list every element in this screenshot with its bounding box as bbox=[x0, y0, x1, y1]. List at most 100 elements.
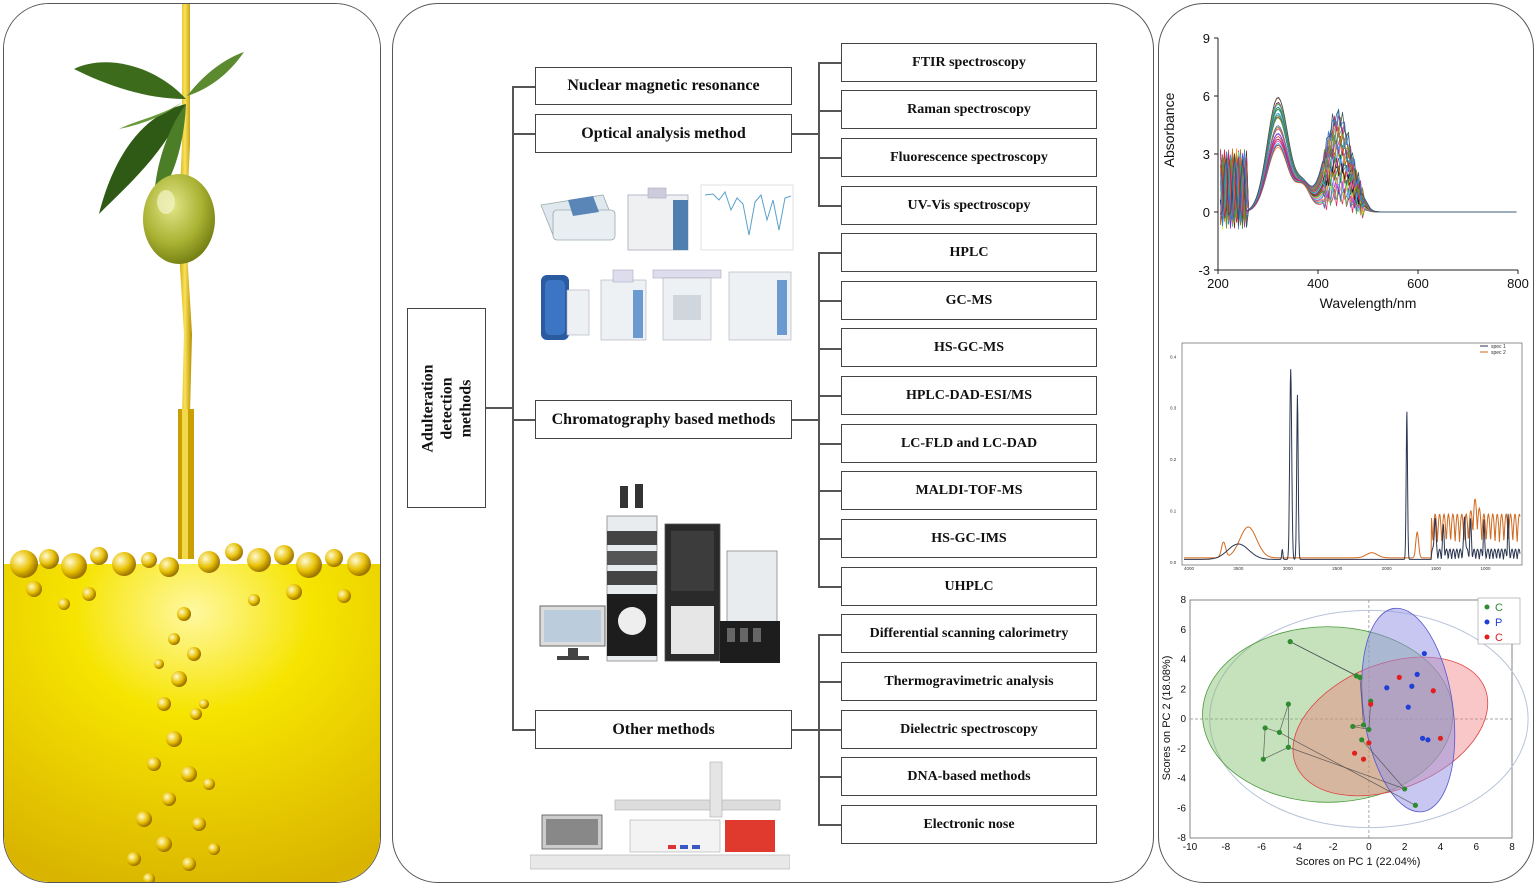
uv-ytick-label: 6 bbox=[1203, 89, 1210, 104]
pca-point-c bbox=[1285, 744, 1291, 750]
pca-ytick-label: 6 bbox=[1180, 625, 1186, 636]
instrument-icon bbox=[728, 271, 792, 341]
pca-point-c bbox=[1262, 725, 1268, 731]
chromatography-instruments-illustration bbox=[539, 484, 780, 663]
pca-point-c bbox=[1430, 688, 1436, 694]
connector bbox=[791, 419, 819, 421]
pca-point-c bbox=[1351, 750, 1358, 756]
connector bbox=[512, 133, 536, 135]
pca-point-p bbox=[1409, 683, 1415, 689]
pca-xtick-label: 4 bbox=[1438, 842, 1444, 853]
uv-ytick-label: -3 bbox=[1198, 263, 1210, 278]
ir-ytick-label: 0.0 bbox=[1170, 560, 1177, 565]
olive-oil-image-panel bbox=[3, 3, 381, 883]
pca-point-c bbox=[1287, 639, 1293, 645]
pca-ytick-label: 0 bbox=[1180, 714, 1186, 725]
pca-connector bbox=[1359, 677, 1364, 725]
ftir-legend: spec 1 spec 2 bbox=[1480, 344, 1506, 356]
connector bbox=[818, 776, 842, 778]
connector bbox=[818, 348, 842, 350]
pca-ytick-label: -6 bbox=[1177, 803, 1186, 814]
category-optical: Optical analysis method bbox=[535, 114, 792, 153]
pca-confidence-ellipse bbox=[1209, 609, 1529, 829]
pca-legend-c1: C bbox=[1495, 602, 1503, 614]
pca-xtick-label: -10 bbox=[1183, 842, 1198, 853]
pca-point-p bbox=[1419, 735, 1426, 741]
pca-xtick-label: -6 bbox=[1257, 842, 1266, 853]
spectrum-thumbnail bbox=[700, 184, 794, 251]
pca-connector bbox=[1290, 641, 1361, 678]
pca-connector bbox=[1279, 732, 1416, 806]
connector bbox=[818, 538, 842, 540]
pca-point-c bbox=[1350, 723, 1356, 730]
pca-point-c bbox=[1276, 729, 1283, 735]
method-uhplc: UHPLC bbox=[841, 567, 1097, 606]
pca-xtick-label: 2 bbox=[1402, 842, 1408, 853]
connector bbox=[818, 681, 842, 683]
connector bbox=[512, 729, 536, 731]
optical-instruments-illustration bbox=[540, 184, 794, 341]
spectrometer-icon bbox=[540, 194, 616, 241]
pca-point-c bbox=[1285, 701, 1291, 707]
method-maldi-tof-ms: MALDI-TOF-MS bbox=[841, 471, 1097, 510]
lc-ms-icon bbox=[664, 523, 721, 662]
pca-point-c bbox=[1366, 726, 1372, 733]
pca-point-c bbox=[1360, 756, 1367, 762]
pca-point-c bbox=[1402, 786, 1408, 792]
method-fluorescence: Fluorescence spectroscopy bbox=[841, 138, 1097, 177]
hplc-stack-icon bbox=[606, 484, 658, 662]
method-ftir: FTIR spectroscopy bbox=[841, 43, 1097, 82]
uv-xtick-label: 800 bbox=[1507, 276, 1529, 291]
pca-connector bbox=[1262, 727, 1266, 760]
ir-xtick-label: 2000 bbox=[1382, 566, 1393, 571]
uv-xtick-label: 200 bbox=[1207, 276, 1229, 291]
method-hs-gc-ms: HS-GC-MS bbox=[841, 328, 1097, 367]
method-dielectric: Dielectric spectroscopy bbox=[841, 710, 1097, 749]
pca-point-c bbox=[1360, 722, 1367, 728]
method-enose: Electronic nose bbox=[841, 805, 1097, 844]
pca-point-c bbox=[1412, 802, 1418, 808]
uv-xlabel: Wavelength/nm bbox=[1320, 295, 1417, 311]
ir-xtick-label: 3000 bbox=[1283, 566, 1294, 571]
pca-xtick-label: 8 bbox=[1509, 842, 1515, 853]
autosampler-icon bbox=[720, 550, 780, 663]
uv-ylabel: Absorbance bbox=[1161, 92, 1177, 167]
olive-oil-illustration bbox=[4, 4, 380, 882]
method-hplc-dad-esi-ms: HPLC-DAD-ESI/MS bbox=[841, 376, 1097, 415]
pca-legend-c2: C bbox=[1495, 632, 1503, 644]
root-connector bbox=[485, 407, 513, 409]
ir-ytick-label: 0.3 bbox=[1170, 406, 1177, 411]
autosampler-robot-icon bbox=[530, 761, 790, 870]
optical-bracket bbox=[818, 62, 820, 205]
uv-xtick-label: 400 bbox=[1307, 276, 1329, 291]
uv-series-line bbox=[1220, 138, 1517, 230]
pca-legend: C P C bbox=[1477, 597, 1521, 645]
pca-xtick-label: 6 bbox=[1473, 842, 1479, 853]
pca-xtick-label: -4 bbox=[1293, 842, 1302, 853]
uv-series-line bbox=[1220, 96, 1517, 228]
method-dsc: Differential scanning calorimetry bbox=[841, 614, 1097, 653]
pca-ytick-label: 4 bbox=[1180, 655, 1186, 666]
pca-ylabel: Scores on PC 2 (18.08%) bbox=[1161, 656, 1173, 781]
root-label: Adulteration detection methods bbox=[419, 364, 474, 452]
connector bbox=[818, 395, 842, 397]
connector bbox=[818, 824, 842, 826]
pca-connector bbox=[1361, 739, 1405, 790]
pca-point-c bbox=[1359, 737, 1365, 743]
connector bbox=[791, 729, 819, 731]
connector bbox=[818, 252, 842, 254]
pca-point-p bbox=[1414, 671, 1420, 677]
method-dna: DNA-based methods bbox=[841, 757, 1097, 796]
category-nmr: Nuclear magnetic resonance bbox=[535, 67, 792, 105]
uv-xtick-label: 600 bbox=[1407, 276, 1429, 291]
pca-connector bbox=[1352, 726, 1369, 730]
ir-ytick-label: 0.4 bbox=[1170, 354, 1177, 359]
ir-spec1-line bbox=[1184, 369, 1521, 560]
connector bbox=[818, 729, 842, 731]
instrument-icon bbox=[652, 269, 722, 341]
method-tga: Thermogravimetric analysis bbox=[841, 662, 1097, 701]
connector bbox=[818, 300, 842, 302]
pca-point-p bbox=[1405, 704, 1411, 710]
connector bbox=[818, 634, 842, 636]
